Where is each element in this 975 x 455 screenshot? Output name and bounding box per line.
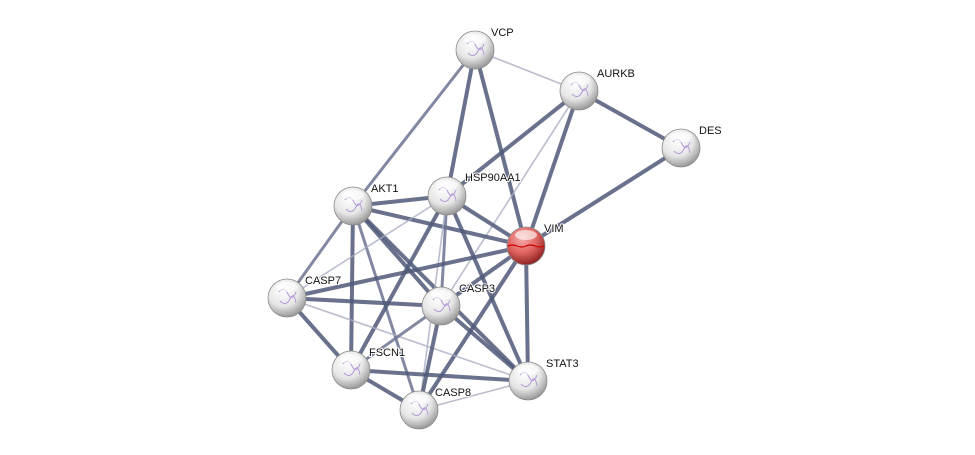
edge-aurkb-hsp90aa1[interactable] <box>445 89 581 198</box>
structure-icon <box>507 244 545 248</box>
node-label: CASP8 <box>435 387 471 399</box>
edge-vim-casp7[interactable] <box>286 244 527 300</box>
node-casp7[interactable]: CASP7 <box>267 274 342 318</box>
node-label: AKT1 <box>371 183 399 195</box>
edge-vcp-hsp90aa1[interactable] <box>445 49 477 197</box>
edge-vcp-akt1[interactable] <box>351 49 477 207</box>
node-stat3[interactable]: STAT3 <box>508 357 580 401</box>
node-des[interactable]: DES <box>661 124 723 168</box>
node-label: VIM <box>544 223 564 235</box>
node-aurkb[interactable]: AURKB <box>559 67 636 111</box>
node-label: STAT3 <box>546 358 579 370</box>
edge-casp7-casp3[interactable] <box>286 296 442 308</box>
node-label: CASP3 <box>459 283 495 295</box>
node-label: DES <box>699 125 722 137</box>
node-fscn1[interactable]: FSCN1 <box>331 346 406 390</box>
node-hsp90aa1[interactable]: HSP90AA1 <box>427 171 522 216</box>
edge-vim-stat3[interactable] <box>524 245 530 382</box>
edge-hsp90aa1-casp7[interactable] <box>286 195 448 299</box>
node-casp8[interactable]: CASP8 <box>399 386 472 430</box>
node-vim[interactable]: VIM <box>506 222 565 266</box>
node-label: VCP <box>491 27 514 39</box>
edge-vcp-vim[interactable] <box>473 49 528 247</box>
edge-vim-casp8[interactable] <box>417 244 528 412</box>
edge-aurkb-vim[interactable] <box>524 90 581 247</box>
edge-hsp90aa1-stat3[interactable] <box>445 195 530 382</box>
edge-akt1-fscn1[interactable] <box>349 205 355 371</box>
node-label: CASP7 <box>305 275 341 287</box>
edge-casp7-stat3[interactable] <box>286 297 529 382</box>
node-label: HSP90AA1 <box>465 172 521 184</box>
node-vcp[interactable]: VCP <box>455 26 515 70</box>
edge-fscn1-stat3[interactable] <box>350 368 529 383</box>
edge-akt1-vim[interactable] <box>352 204 527 248</box>
edge-aurkb-casp3[interactable] <box>440 90 580 307</box>
edge-aurkb-des[interactable] <box>578 89 682 150</box>
node-casp3[interactable]: CASP3 <box>421 282 496 326</box>
node-label: FSCN1 <box>369 347 405 359</box>
node-label: AURKB <box>597 68 635 80</box>
node-akt1[interactable]: AKT1 <box>333 182 400 226</box>
edge-des-vim[interactable] <box>524 146 683 248</box>
edge-hsp90aa1-fscn1[interactable] <box>349 195 449 371</box>
